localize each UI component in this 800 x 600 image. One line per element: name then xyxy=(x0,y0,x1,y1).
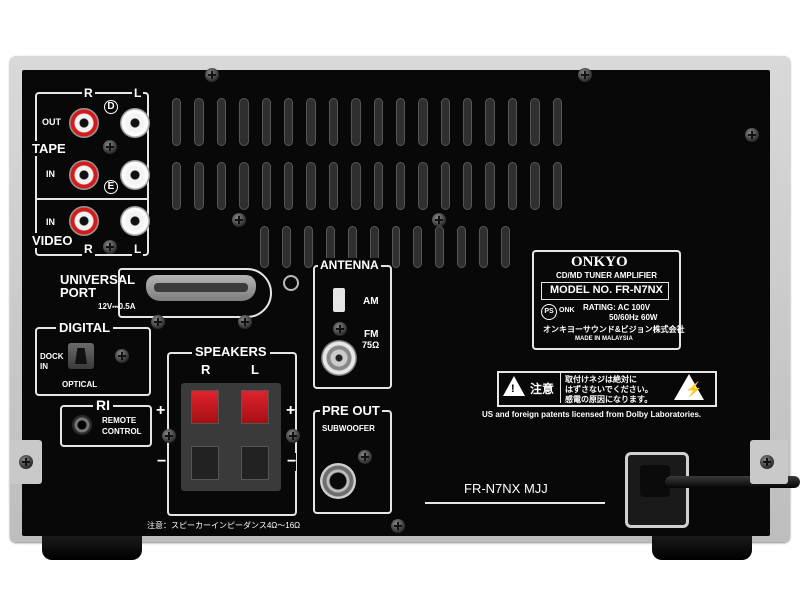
company-name: オンキヨーサウンド&ビジョン株式会社 xyxy=(543,325,685,334)
ground-hole xyxy=(283,275,299,291)
video-in-l-jack[interactable] xyxy=(120,206,150,236)
subwoofer-label: SUBWOOFER xyxy=(322,424,375,433)
foot-left xyxy=(42,536,142,560)
warning-label xyxy=(497,371,717,407)
onk-label: ONK xyxy=(559,307,575,314)
antenna-frame xyxy=(313,265,392,389)
screw-icon xyxy=(578,68,592,82)
screw-icon xyxy=(391,519,405,533)
tape-in-label: IN xyxy=(46,169,55,179)
model-box xyxy=(541,282,669,300)
patents-text: US and foreign patents licensed from Dol… xyxy=(482,410,702,419)
ri-jack[interactable] xyxy=(72,415,92,435)
remote-label: REMOTE xyxy=(102,416,137,425)
tape-video-divider xyxy=(37,198,147,200)
product-label: CD/MD TUNER AMPLIFIER xyxy=(556,271,658,280)
rating-line-2: 50/60Hz 60W xyxy=(609,313,658,322)
foot-right xyxy=(652,536,752,560)
tape-in-r-jack[interactable] xyxy=(69,160,99,190)
speaker-l-minus-terminal[interactable] xyxy=(241,446,269,480)
footer-rule xyxy=(425,502,605,504)
model-footer: FR-N7NX MJJ xyxy=(464,481,548,496)
e-mark: E xyxy=(104,180,118,194)
vent-slots xyxy=(172,98,563,273)
am-terminal[interactable] xyxy=(333,288,345,312)
screw-icon xyxy=(358,450,372,464)
channel-r-label-bottom: R xyxy=(82,242,95,256)
minus-label-left: − xyxy=(157,453,167,471)
channel-r-label: R xyxy=(82,86,95,100)
screw-icon xyxy=(115,349,129,363)
caution-label: 注意 xyxy=(530,382,555,396)
universal-port-connector[interactable] xyxy=(146,275,256,301)
video-in-r-jack[interactable] xyxy=(69,206,99,236)
fm-antenna-jack[interactable] xyxy=(321,340,357,376)
screw-icon xyxy=(432,213,446,227)
shock-hazard-icon xyxy=(674,374,704,400)
tape-label: TAPE xyxy=(30,141,68,156)
universal-port-label-2: PORT xyxy=(60,285,97,300)
plus-label-left: + xyxy=(156,402,166,420)
d-mark: D xyxy=(104,100,118,114)
minus-label-right: − xyxy=(287,453,297,471)
optical-port[interactable] xyxy=(68,343,94,369)
channel-l-label-bottom: L xyxy=(132,242,144,256)
screw-icon xyxy=(103,240,117,254)
warning-line-2: はずさないでください。 xyxy=(565,385,653,394)
brand-logo: ONKYO xyxy=(571,254,628,270)
screw-icon xyxy=(19,455,33,469)
model-number: MODEL NO. FR-N7NX xyxy=(550,284,663,296)
screw-icon xyxy=(745,128,759,142)
video-label: VIDEO xyxy=(30,233,75,248)
fm-label: FM xyxy=(364,329,379,340)
universal-port-label: UNIVERSAL xyxy=(60,272,136,287)
dock-label: DOCK xyxy=(40,352,64,361)
speaker-r-minus-terminal[interactable] xyxy=(191,446,219,480)
universal-port-frame xyxy=(118,268,272,318)
speakers-l-label: L xyxy=(251,362,259,377)
warning-triangle-icon xyxy=(503,376,525,396)
screw-icon xyxy=(205,68,219,82)
ps-mark-icon: PS xyxy=(541,304,557,320)
screw-icon xyxy=(162,429,176,443)
screw-icon xyxy=(103,140,117,154)
plus-label-right: + xyxy=(286,402,296,420)
speaker-r-plus-terminal[interactable] xyxy=(191,390,219,424)
warning-divider xyxy=(560,373,561,403)
screw-icon xyxy=(333,322,347,336)
video-in-label: IN xyxy=(46,217,55,227)
channel-l-label: L xyxy=(132,86,144,100)
dock-in-label: IN xyxy=(40,362,48,371)
made-in-label: MADE IN MALAYSIA xyxy=(575,336,633,342)
universal-port-rating: 12V⎓0.5A xyxy=(98,302,136,311)
pre-out-title: PRE OUT xyxy=(320,403,382,418)
lightning-icon: ⚡ xyxy=(685,381,703,397)
ri-title: RI xyxy=(93,397,113,413)
impedance-note: 注意：スピーカーインピーダンス4Ω～16Ω xyxy=(147,521,301,530)
screw-icon xyxy=(238,315,252,329)
tape-out-label: OUT xyxy=(42,117,61,127)
speaker-l-plus-terminal[interactable] xyxy=(241,390,269,424)
rating-line-1: RATING: AC 100V xyxy=(583,303,651,312)
warning-line-3: 感電の原因になります。 xyxy=(565,395,653,404)
fm-ohm-label: 75Ω xyxy=(362,340,380,350)
digital-title: DIGITAL xyxy=(56,320,114,335)
optical-label: OPTICAL xyxy=(62,380,98,389)
warning-exclaim: ! xyxy=(511,383,515,395)
tape-in-l-jack[interactable] xyxy=(120,160,150,190)
warning-line-1: 取付けネジは絶対に xyxy=(565,375,637,384)
tape-out-l-jack[interactable] xyxy=(120,108,150,138)
label-plate xyxy=(532,250,681,350)
tape-out-r-jack[interactable] xyxy=(69,108,99,138)
screw-icon xyxy=(760,455,774,469)
antenna-title: ANTENNA xyxy=(318,258,381,272)
control-label: CONTROL xyxy=(102,427,142,436)
screw-icon xyxy=(151,315,165,329)
speakers-r-label: R xyxy=(201,362,211,377)
screw-icon xyxy=(286,429,300,443)
speakers-title: SPEAKERS xyxy=(192,344,270,359)
subwoofer-jack[interactable] xyxy=(320,463,356,499)
screw-icon xyxy=(232,213,246,227)
am-label: AM xyxy=(363,296,379,307)
